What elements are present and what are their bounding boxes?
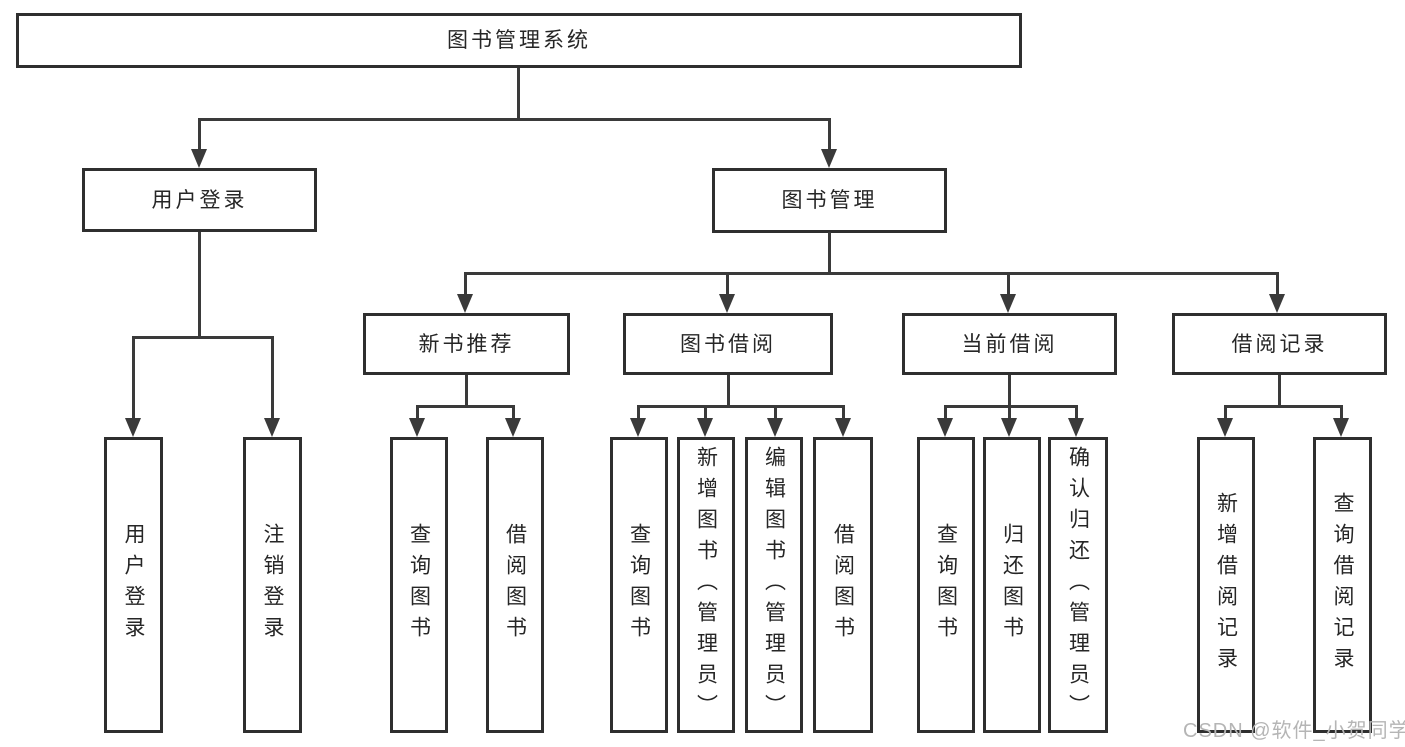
arrow-down-icon [1001,418,1017,437]
connector-line [774,405,777,419]
node-borrowing-records-label: 借阅记录 [1231,332,1328,356]
leaf-cb-return-books-label: 归还图书 [1000,523,1024,647]
connector-line [464,272,467,296]
leaf-bb-query-books-label: 查询图书 [627,523,651,647]
leaf-cb-query-books: 查询图书 [917,437,975,733]
connector-line [1075,405,1078,419]
arrow-down-icon [937,418,953,437]
connector-line [1340,405,1343,419]
leaf-bb-borrow-books-label: 借阅图书 [831,523,855,647]
node-new-book-recommendation-label: 新书推荐 [418,332,515,356]
leaf-bb-query-books: 查询图书 [610,437,668,733]
node-book-management: 图书管理 [712,168,947,233]
arrow-down-icon [125,418,141,437]
connector-line [637,405,640,419]
connector-line [842,405,845,419]
arrow-down-icon [264,418,280,437]
connector-line [465,375,468,405]
arrow-down-icon [821,149,837,168]
leaf-br-query-record: 查询借阅记录 [1313,437,1372,733]
connector-line [464,272,1279,275]
node-current-borrowing-label: 当前借阅 [961,332,1058,356]
connector-line [828,232,831,272]
connector-line [271,336,274,420]
leaf-bb-borrow-books: 借阅图书 [813,437,873,733]
leaf-nb-query-books-label: 查询图书 [407,523,431,647]
arrow-down-icon [767,418,783,437]
arrow-down-icon [191,149,207,168]
connector-line [944,405,947,419]
leaf-logout-label: 注销登录 [261,523,284,647]
node-book-management-label: 图书管理 [781,189,878,212]
arrow-down-icon [1333,418,1349,437]
connector-line [198,118,831,121]
connector-line [726,272,729,296]
arrow-down-icon [1217,418,1233,437]
leaf-br-query-record-label: 查询借阅记录 [1331,492,1354,678]
node-book-borrowing-label: 图书借阅 [680,332,776,356]
leaf-cb-query-books-label: 查询图书 [934,523,958,647]
connector-line [1278,375,1281,405]
node-user-login-label: 用户登录 [151,188,248,212]
node-user-login: 用户登录 [82,168,317,232]
connector-line [512,405,515,419]
leaf-bb-edit-books-admin: 编辑图书（管理员） [745,437,803,733]
leaf-logout: 注销登录 [243,437,302,733]
arrow-down-icon [505,418,521,437]
connector-line [944,405,1078,408]
node-root-label: 图书管理系统 [447,29,591,52]
arrow-down-icon [1269,294,1285,313]
watermark: CSDN @软件_小贺同学 [1183,720,1405,742]
connector-line [1007,272,1010,296]
arrow-down-icon [719,294,735,313]
arrow-down-icon [835,418,851,437]
leaf-nb-borrow-books-label: 借阅图书 [503,523,527,647]
connector-line [727,375,730,405]
connector-line [416,405,419,419]
leaf-cb-return-books: 归还图书 [983,437,1041,733]
arrow-down-icon [630,418,646,437]
connector-line [637,405,844,408]
connector-line [828,118,831,152]
leaf-br-add-record-label: 新增借阅记录 [1214,492,1238,678]
connector-line [1008,405,1011,419]
connector-line [132,336,273,339]
connector-line [1276,272,1279,296]
connector-line [517,68,520,118]
leaf-user-login-label: 用户登录 [122,523,145,647]
node-new-book-recommendation: 新书推荐 [363,313,570,375]
arrow-down-icon [1000,294,1016,313]
arrow-down-icon [457,294,473,313]
leaf-bb-add-books-admin-label: 新增图书（管理员） [694,445,718,725]
leaf-bb-add-books-admin: 新增图书（管理员） [677,437,735,733]
leaf-nb-query-books: 查询图书 [390,437,448,733]
leaf-cb-confirm-return-admin-label: 确认归还（管理员） [1066,445,1090,725]
leaf-bb-edit-books-admin-label: 编辑图书（管理员） [762,445,786,725]
arrow-down-icon [1068,418,1084,437]
node-borrowing-records: 借阅记录 [1172,313,1387,375]
connector-line [1008,375,1011,405]
connector-line [198,232,201,336]
connector-line [704,405,707,419]
leaf-br-add-record: 新增借阅记录 [1197,437,1255,733]
arrow-down-icon [697,418,713,437]
connector-line [1224,405,1227,419]
connector-line [1224,405,1343,408]
node-root: 图书管理系统 [16,13,1022,68]
leaf-user-login: 用户登录 [104,437,163,733]
connector-line [132,336,135,420]
arrow-down-icon [409,418,425,437]
node-current-borrowing: 当前借阅 [902,313,1117,375]
node-book-borrowing: 图书借阅 [623,313,833,375]
leaf-nb-borrow-books: 借阅图书 [486,437,544,733]
connector-line [198,118,201,152]
connector-line [416,405,515,408]
leaf-cb-confirm-return-admin: 确认归还（管理员） [1048,437,1108,733]
